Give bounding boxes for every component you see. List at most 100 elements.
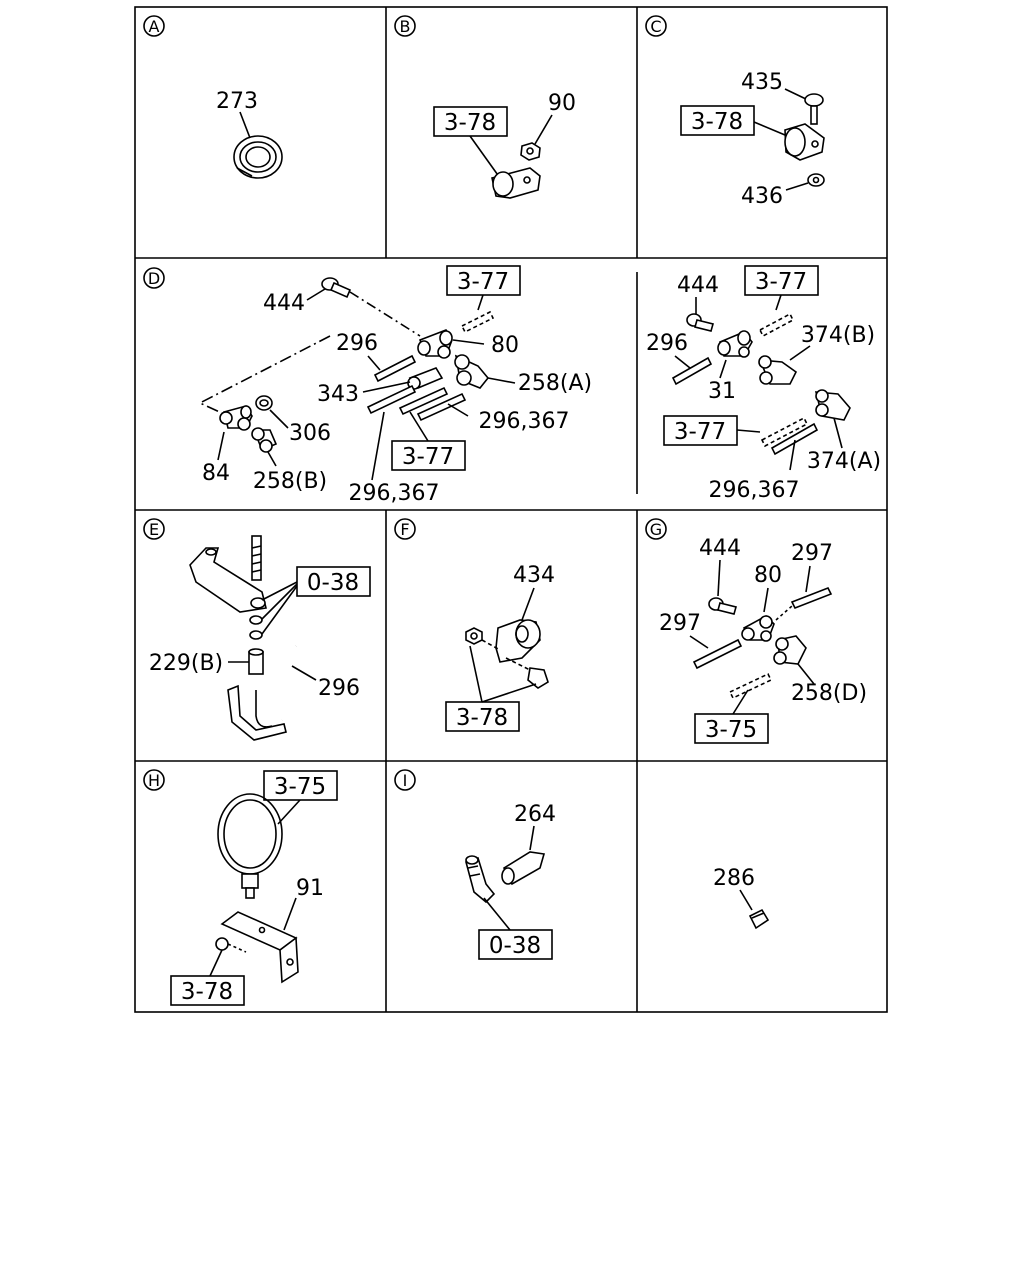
ref-box-h-1 xyxy=(263,770,338,801)
panel-e: E 0-38 229(B) xyxy=(143,518,371,741)
part-label-296-e: 296 xyxy=(318,676,360,701)
ref-box-i xyxy=(478,929,553,960)
band-clamp-drawing xyxy=(217,793,283,899)
ref-box-d-1 xyxy=(446,265,521,296)
elbow-258b-drawing xyxy=(251,427,278,453)
ref-label-d-1: 3-77 xyxy=(457,269,509,295)
ref-box-g xyxy=(694,713,769,744)
part-label-90: 90 xyxy=(548,91,576,116)
panel-i: I 264 0-38 xyxy=(394,769,556,960)
ref-box-d2-1 xyxy=(744,265,819,296)
elbow-drawing-i xyxy=(465,855,496,904)
panel-marker-c-label: C xyxy=(650,17,661,36)
bolt-444-drawing-g xyxy=(708,597,737,615)
tee-80-drawing xyxy=(417,329,453,359)
part-label-296-367-d-b: 296,367 xyxy=(349,481,440,506)
ref-label-c: 3-78 xyxy=(691,109,743,135)
panel-marker-e-label: E xyxy=(149,520,159,539)
nut-436-drawing xyxy=(807,173,825,187)
elbow-258a-drawing xyxy=(454,354,490,389)
tee-84-drawing xyxy=(219,405,253,431)
part-label-374a: 374(A) xyxy=(807,449,881,474)
panel-j: 286 xyxy=(713,866,770,930)
panel-marker-h: H xyxy=(143,769,165,791)
ref-label-d-2: 3-77 xyxy=(402,444,454,470)
clamp-drawing-b xyxy=(491,167,541,199)
panel-a: A 273 xyxy=(143,15,283,179)
part-label-374b: 374(B) xyxy=(801,323,875,348)
elbow-258d-drawing xyxy=(773,635,807,665)
connector-264-drawing xyxy=(501,851,546,886)
panel-marker-d: D xyxy=(143,267,165,289)
ref-label-h-2: 3-78 xyxy=(181,979,233,1005)
grid-frame xyxy=(134,6,888,1013)
panel-h: H 3-75 91 3-78 xyxy=(143,769,338,1006)
panel-marker-f: F xyxy=(394,518,416,540)
tee-80-drawing-g xyxy=(741,615,775,642)
ref-box-d-2 xyxy=(391,440,466,471)
panel-marker-b-label: B xyxy=(400,17,411,36)
ref-label-f: 3-78 xyxy=(456,705,508,731)
part-label-273: 273 xyxy=(216,89,258,114)
panel-g: G 444 80 297 297 258(D) xyxy=(645,518,867,744)
grommet-273-drawing xyxy=(233,135,283,179)
bolt-drawing-h xyxy=(215,937,247,953)
ref-label-i: 0-38 xyxy=(489,933,541,959)
part-label-343: 343 xyxy=(317,382,359,407)
clamp-434-drawing xyxy=(495,619,541,663)
part-label-444-d: 444 xyxy=(263,291,305,316)
part-label-91: 91 xyxy=(296,876,324,901)
bracket-91-drawing xyxy=(220,911,299,984)
ref-label-h-1: 3-75 xyxy=(274,774,326,800)
ref-label-d2-1: 3-77 xyxy=(755,269,807,295)
part-label-286: 286 xyxy=(713,866,755,891)
panel-d-right: 444 3-77 31 296 374(B) xyxy=(646,265,881,503)
part-label-444-g: 444 xyxy=(699,536,741,561)
part-label-31: 31 xyxy=(708,379,736,404)
part-label-80-d: 80 xyxy=(491,333,519,358)
part-label-296-367-d2: 296,367 xyxy=(709,478,800,503)
panel-c: C 435 3-78 436 xyxy=(645,15,825,209)
stud-drawing-e xyxy=(249,535,266,640)
panel-marker-e: E xyxy=(143,518,165,540)
part-label-229b: 229(B) xyxy=(149,651,223,676)
panel-f: F 434 3-78 xyxy=(394,518,555,732)
panel-marker-g: G xyxy=(645,518,667,540)
part-label-296-367-d-a: 296,367 xyxy=(479,409,570,434)
nut-drawing-f xyxy=(465,627,483,645)
bolt-444-drawing-d2 xyxy=(686,313,714,332)
ref-label-g: 3-75 xyxy=(705,717,757,743)
part-label-297-g-left: 297 xyxy=(659,611,701,636)
clamp-drawing-c xyxy=(784,123,825,161)
elbow-374a-drawing xyxy=(814,389,851,421)
panel-marker-a-label: A xyxy=(149,17,160,36)
part-label-258a: 258(A) xyxy=(518,371,592,396)
part-label-80-g: 80 xyxy=(754,563,782,588)
bolt-444-drawing-d xyxy=(321,277,352,299)
part-label-258d: 258(D) xyxy=(791,681,867,706)
plug-286-drawing xyxy=(748,908,770,930)
part-label-264: 264 xyxy=(514,802,556,827)
bolt-drawing-f xyxy=(505,657,549,689)
nut-90-drawing xyxy=(520,142,541,161)
tee-31-drawing xyxy=(717,330,753,358)
part-label-84: 84 xyxy=(202,461,230,486)
panel-marker-d-label: D xyxy=(148,269,160,288)
part-label-258b: 258(B) xyxy=(253,469,327,494)
panel-marker-i: I xyxy=(394,769,416,791)
plug-306-drawing xyxy=(255,395,273,411)
ref-box-h-2 xyxy=(170,975,245,1006)
ref-label-e: 0-38 xyxy=(307,570,359,596)
panel-marker-i-label: I xyxy=(403,771,408,790)
part-label-306: 306 xyxy=(289,421,331,446)
panel-marker-f-label: F xyxy=(400,520,409,539)
spacer-229b-drawing xyxy=(248,648,264,675)
panel-marker-a: A xyxy=(143,15,165,37)
ref-box-e xyxy=(296,566,371,597)
part-label-296-d: 296 xyxy=(336,331,378,356)
part-label-435: 435 xyxy=(741,70,783,95)
part-label-434: 434 xyxy=(513,563,555,588)
part-label-296-d2: 296 xyxy=(646,331,688,356)
part-label-297-g-top: 297 xyxy=(791,541,833,566)
